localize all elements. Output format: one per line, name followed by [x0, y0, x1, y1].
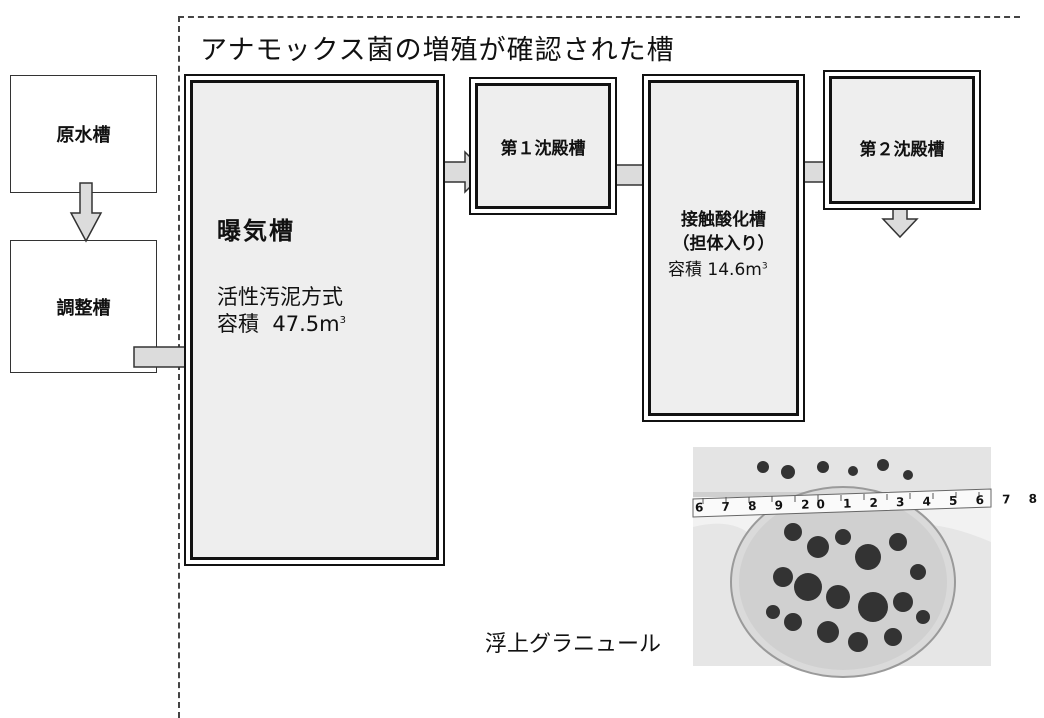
- aeration-volume: 容積 47.5m3: [217, 308, 346, 338]
- contact-volume-label: 容積: [668, 260, 702, 280]
- second-settling-tank-label: 第２沈殿槽: [859, 140, 945, 160]
- second-settling-tank: 第２沈殿槽: [823, 70, 981, 210]
- aeration-volume-value: 47.5m: [272, 312, 340, 336]
- region-title: アナモックス菌の増殖が確認された槽: [200, 35, 675, 66]
- aeration-tank-title: 曝気槽: [217, 217, 295, 245]
- raw-water-tank-label: 原水槽: [56, 125, 111, 146]
- contact-tank-title: 接触酸化槽: [681, 210, 766, 230]
- arrow-settling2-outflow: [881, 204, 919, 239]
- first-settling-tank-label: 第１沈殿槽: [500, 139, 586, 159]
- contact-volume-unit: 3: [761, 261, 768, 272]
- arrow-raw-to-equalization: [69, 182, 103, 243]
- raw-water-tank: 原水槽: [10, 75, 157, 193]
- granule-photo: 6 7 8 9 20 1 2 3 4 5 6 7 8: [692, 447, 1044, 678]
- floating-granule-label: 浮上グラニュール: [485, 632, 662, 657]
- first-settling-tank: 第１沈殿槽: [469, 77, 617, 215]
- contact-volume-value: 14.6m: [707, 260, 762, 280]
- equalization-tank: 調整槽: [10, 240, 157, 373]
- equalization-tank-label: 調整槽: [56, 297, 111, 319]
- contact-oxidation-tank: 接触酸化槽 （担体入り） 容積 14.6m3: [642, 74, 805, 422]
- granule-photo-illustration: [692, 447, 992, 678]
- aeration-volume-label: 容積: [217, 312, 259, 336]
- contact-tank-volume: 容積 14.6m3: [668, 255, 768, 280]
- aeration-tank: 曝気槽 活性汚泥方式 容積 47.5m3: [184, 74, 445, 566]
- aeration-method: 活性汚泥方式: [217, 285, 343, 309]
- aeration-volume-unit: 3: [339, 315, 346, 326]
- contact-tank-sub: （担体入り）: [672, 234, 775, 254]
